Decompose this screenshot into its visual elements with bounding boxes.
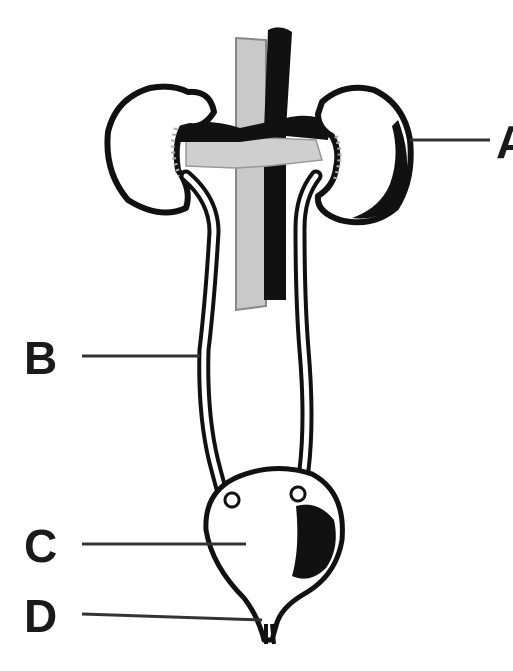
label-kidney: A	[496, 116, 513, 168]
right-kidney	[314, 84, 414, 226]
urethra	[264, 623, 276, 645]
leader-line-d	[81, 612, 263, 622]
vena-cava	[235, 36, 267, 312]
label-ureter: B	[24, 332, 57, 384]
renal-artery	[176, 115, 330, 142]
label-bladder: C	[24, 520, 57, 572]
left-ureter	[179, 169, 231, 507]
label-urethra: D	[24, 590, 57, 642]
right-ureter	[291, 169, 323, 499]
bladder	[203, 465, 345, 643]
left-kidney	[104, 83, 217, 216]
